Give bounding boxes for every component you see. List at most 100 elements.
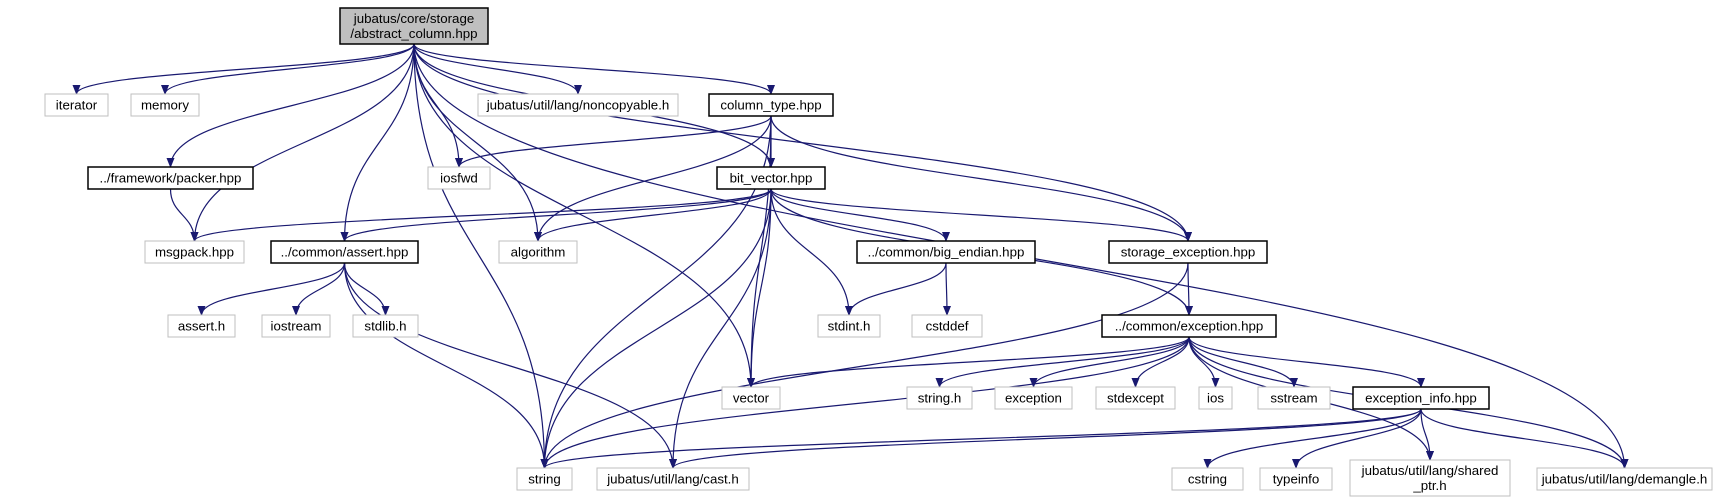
node-assert_h: assert.h xyxy=(167,314,236,338)
edge-exception_info-to-shared_ptr xyxy=(1420,408,1434,461)
node-stdint: stdint.h xyxy=(817,314,881,338)
edge-bit_vector-to-algorithm xyxy=(534,188,772,242)
node-label: iterator xyxy=(56,98,98,113)
edge-big_endian-to-stdint xyxy=(845,262,947,316)
edge-big_endian-to-cstddef xyxy=(942,262,951,316)
node-string: string xyxy=(516,467,573,491)
node-label: jubatus/util/lang/noncopyable.h xyxy=(486,98,670,113)
edge-column_type-to-vector xyxy=(747,115,772,388)
edge-assert_hpp-to-stdlib xyxy=(343,262,390,316)
edge-bit_vector-to-vector xyxy=(747,188,772,388)
node-label: bit_vector.hpp xyxy=(730,171,813,186)
node-stdexcept: stdexcept xyxy=(1095,386,1176,410)
node-exception_info[interactable]: exception_info.hpp xyxy=(1352,386,1490,410)
node-box xyxy=(270,240,419,264)
edge-root-to-noncopyable xyxy=(413,43,582,95)
node-box xyxy=(352,314,419,338)
node-exception: exception xyxy=(994,386,1073,410)
node-box xyxy=(1095,386,1176,410)
node-box xyxy=(994,386,1073,410)
node-label: msgpack.hpp xyxy=(155,245,234,260)
node-label: exception xyxy=(1005,391,1062,406)
node-label: vector xyxy=(733,391,770,406)
node-storage_exception[interactable]: storage_exception.hpp xyxy=(1108,240,1268,264)
edge-root-to-iterator xyxy=(72,43,415,95)
node-label: ../common/assert.hpp xyxy=(281,245,409,260)
edge-bit_vector-to-assert_hpp xyxy=(340,188,772,242)
node-memory: memory xyxy=(130,93,200,117)
edge-exception_info-to-demangle xyxy=(1420,408,1629,469)
node-label: /abstract_column.hpp xyxy=(350,26,477,41)
edge-root-to-packer xyxy=(166,43,415,168)
edge-exception_info-to-string xyxy=(540,408,1422,469)
node-box xyxy=(856,240,1036,264)
node-box xyxy=(1536,467,1713,491)
edge-exception_hpp-to-exception xyxy=(1029,336,1190,388)
node-box xyxy=(817,314,881,338)
node-column_type[interactable]: column_type.hpp xyxy=(708,93,834,117)
edge-exception_hpp-to-vector xyxy=(747,336,1190,388)
node-noncopyable: jubatus/util/lang/noncopyable.h xyxy=(477,93,679,117)
node-cast: jubatus/util/lang/cast.h xyxy=(596,467,750,491)
node-box xyxy=(1198,386,1233,410)
edge-exception_hpp-to-exception_info xyxy=(1188,336,1425,388)
node-box xyxy=(498,240,578,264)
node-box xyxy=(1108,240,1268,264)
node-packer[interactable]: ../framework/packer.hpp xyxy=(87,166,254,190)
edge-bit_vector-to-stdint xyxy=(770,188,853,316)
node-typeinfo: typeinfo xyxy=(1259,467,1333,491)
node-ios: ios xyxy=(1198,386,1233,410)
edge-storage_exception-to-string xyxy=(540,262,1189,469)
node-box xyxy=(339,7,489,45)
node-root[interactable]: jubatus/core/storage/abstract_column.hpp xyxy=(339,7,489,45)
node-iostream: iostream xyxy=(261,314,331,338)
node-box xyxy=(427,166,491,190)
edge-exception_hpp-to-string_h xyxy=(935,336,1190,388)
node-label: algorithm xyxy=(511,245,566,260)
edge-bit_vector-to-cast xyxy=(669,188,772,469)
node-cstddef: cstddef xyxy=(911,314,983,338)
edge-bit_vector-to-string xyxy=(540,188,772,469)
node-label: jubatus/util/lang/shared xyxy=(1361,463,1499,478)
node-box xyxy=(44,93,109,117)
node-label: ios xyxy=(1207,391,1224,406)
node-label: iosfwd xyxy=(440,171,478,186)
nodes-layer: jubatus/core/storage/abstract_column.hpp… xyxy=(44,7,1713,497)
node-big_endian[interactable]: ../common/big_endian.hpp xyxy=(856,240,1036,264)
node-assert_hpp[interactable]: ../common/assert.hpp xyxy=(270,240,419,264)
node-box xyxy=(1101,314,1277,338)
edge-root-to-algorithm xyxy=(413,43,542,242)
edge-exception_hpp-to-string xyxy=(540,336,1190,469)
node-label: ../framework/packer.hpp xyxy=(100,171,242,186)
edge-column_type-to-storage_exception xyxy=(770,115,1192,242)
node-label: cstring xyxy=(1188,472,1227,487)
edge-exception_info-to-cstring xyxy=(1203,408,1422,469)
node-box xyxy=(1171,467,1244,491)
node-bit_vector[interactable]: bit_vector.hpp xyxy=(716,166,826,190)
edge-exception_hpp-to-sstream xyxy=(1188,336,1298,388)
node-label: stdint.h xyxy=(828,319,871,334)
node-label: exception_info.hpp xyxy=(1365,391,1477,406)
edge-root-to-string xyxy=(413,43,549,469)
edge-bit_vector-to-big_endian xyxy=(770,188,950,242)
edge-root-to-column_type xyxy=(413,43,775,95)
edge-root-to-assert_hpp xyxy=(340,43,415,242)
node-iosfwd: iosfwd xyxy=(427,166,491,190)
node-box xyxy=(1259,467,1333,491)
node-label: assert.h xyxy=(178,319,225,334)
edge-root-to-memory xyxy=(161,43,415,95)
node-label: ../common/big_endian.hpp xyxy=(868,245,1025,260)
edge-column_type-to-iosfwd xyxy=(455,115,772,168)
node-exception_hpp[interactable]: ../common/exception.hpp xyxy=(1101,314,1277,338)
node-string_h: string.h xyxy=(906,386,973,410)
node-vector: vector xyxy=(721,386,781,410)
node-box xyxy=(906,386,973,410)
node-box xyxy=(1349,459,1511,497)
edge-column_type-to-algorithm xyxy=(534,115,772,242)
node-label: column_type.hpp xyxy=(720,98,821,113)
node-box xyxy=(130,93,200,117)
node-box xyxy=(516,467,573,491)
edge-assert_hpp-to-assert_h xyxy=(197,262,346,316)
node-box xyxy=(144,240,245,264)
node-label: cstddef xyxy=(926,319,969,334)
